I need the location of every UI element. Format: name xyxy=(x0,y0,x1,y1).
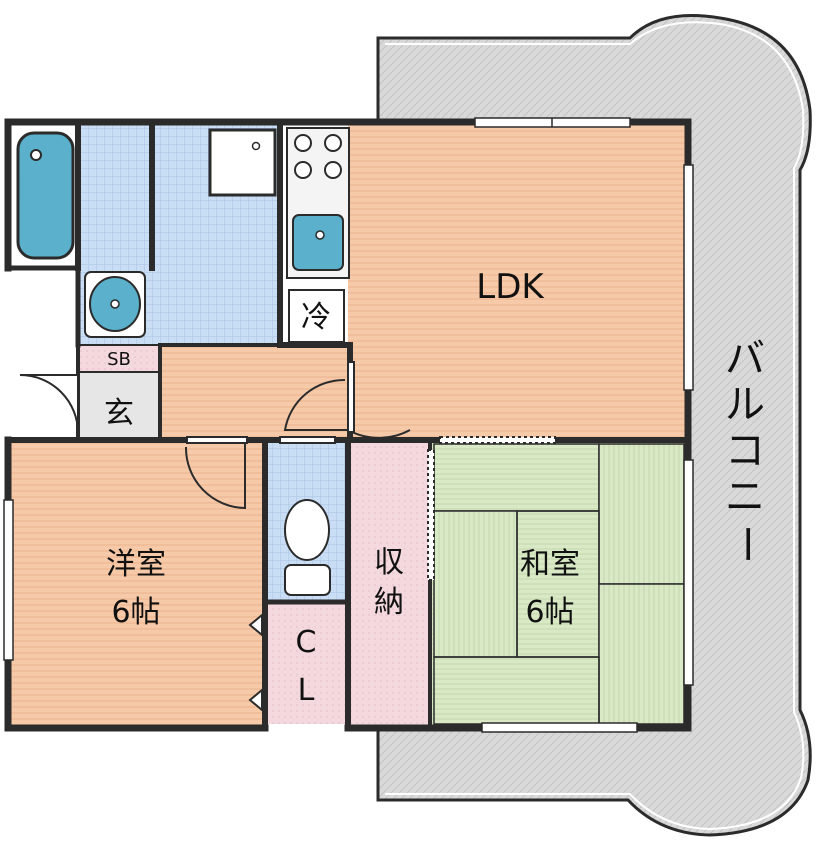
washing-machine xyxy=(208,128,277,197)
fridge-box xyxy=(288,289,345,343)
western-room-name: 洋室 xyxy=(106,547,166,582)
storage-label-2: 納 xyxy=(374,585,404,620)
balcony-char: ー xyxy=(723,524,769,564)
stove-icon xyxy=(294,134,342,179)
shoe-box-label: SB xyxy=(107,349,131,370)
western-room-size: 6帖 xyxy=(111,595,160,630)
storage-floor xyxy=(350,442,430,726)
balcony-char: ニ xyxy=(725,474,765,520)
kitchen-sink xyxy=(292,214,344,271)
storage-label-1: 収 xyxy=(374,545,404,580)
balcony-label: バ ル コ ニ ー xyxy=(723,336,769,564)
bathtub xyxy=(16,131,75,260)
closet-label-1: C xyxy=(296,625,317,660)
hallway-floor xyxy=(160,345,350,440)
ldk-floor xyxy=(348,122,688,440)
tatami-mats xyxy=(433,443,685,725)
toilet-icon xyxy=(284,499,331,596)
balcony-char: ル xyxy=(725,382,765,428)
japanese-room-size: 6帖 xyxy=(525,595,574,630)
balcony-area xyxy=(376,14,812,837)
fridge-label: 冷 xyxy=(301,300,331,335)
balcony-char: コ xyxy=(725,428,765,474)
entrance-label: 玄 xyxy=(104,396,134,431)
closet-label-2: L xyxy=(298,673,315,708)
ldk-label: LDK xyxy=(476,267,545,307)
entrance-floor xyxy=(78,372,160,438)
doors xyxy=(19,361,556,713)
closet-floor xyxy=(265,602,347,724)
western-room-floor xyxy=(10,440,265,725)
windows xyxy=(3,117,694,733)
balcony-char: バ xyxy=(725,336,765,382)
japanese-room-name: 和室 xyxy=(520,547,580,582)
